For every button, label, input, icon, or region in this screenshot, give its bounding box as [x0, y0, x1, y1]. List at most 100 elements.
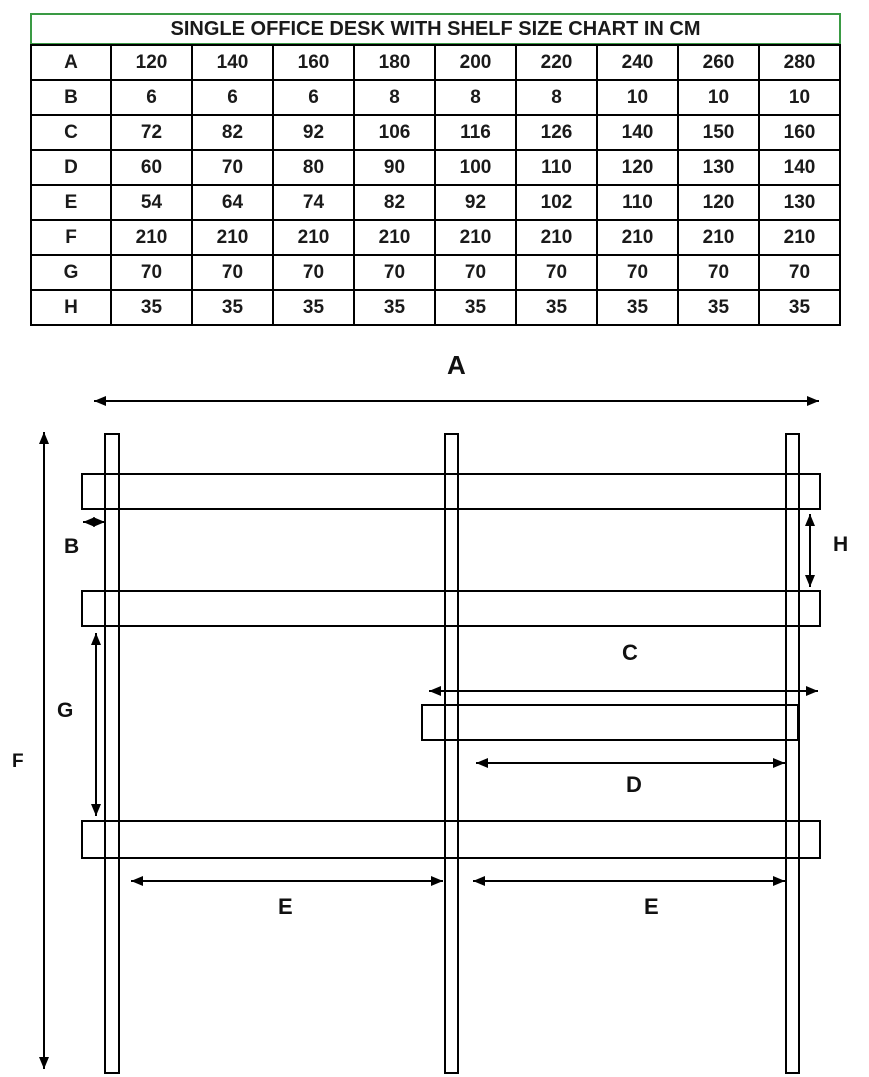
size-cell: 120	[110, 44, 193, 81]
size-cell: 210	[434, 219, 517, 256]
size-chart: SINGLE OFFICE DESK WITH SHELF SIZE CHART…	[30, 13, 841, 326]
dim-label-g: G	[57, 699, 74, 722]
size-cell: 160	[272, 44, 355, 81]
desk-leg-middle	[444, 433, 459, 1074]
size-cell: 70	[677, 254, 760, 291]
size-cell: 35	[191, 289, 274, 326]
size-cell: 64	[191, 184, 274, 221]
size-cell: 35	[434, 289, 517, 326]
size-cell: 280	[758, 44, 841, 81]
size-cell: 35	[272, 289, 355, 326]
desk-leg-right	[785, 433, 800, 1074]
size-cell: 35	[758, 289, 841, 326]
size-cell: 70	[191, 149, 274, 186]
size-cell: 80	[272, 149, 355, 186]
size-cell: 82	[191, 114, 274, 151]
dim-label-f: F	[12, 751, 24, 772]
row-label: E	[30, 184, 112, 221]
size-cell: 210	[758, 219, 841, 256]
size-cell: 35	[353, 289, 436, 326]
dim-label-e-left: E	[278, 894, 293, 919]
size-cell: 220	[515, 44, 598, 81]
size-cell: 35	[596, 289, 679, 326]
size-cell: 240	[596, 44, 679, 81]
size-cell: 6	[110, 79, 193, 116]
size-cell: 8	[515, 79, 598, 116]
size-cell: 210	[191, 219, 274, 256]
row-label: F	[30, 219, 112, 256]
size-cell: 260	[677, 44, 760, 81]
size-cell: 82	[353, 184, 436, 221]
size-cell: 6	[272, 79, 355, 116]
size-cell: 70	[434, 254, 517, 291]
size-cell: 140	[758, 149, 841, 186]
size-cell: 92	[434, 184, 517, 221]
dim-label-a: A	[447, 350, 466, 380]
size-cell: 210	[596, 219, 679, 256]
size-cell: 120	[677, 184, 760, 221]
shelf-top	[81, 473, 821, 510]
size-cell: 120	[596, 149, 679, 186]
size-cell: 70	[110, 254, 193, 291]
size-cell: 70	[272, 254, 355, 291]
size-cell: 8	[353, 79, 436, 116]
size-cell: 35	[677, 289, 760, 326]
dim-label-h: H	[833, 533, 849, 556]
size-cell: 180	[353, 44, 436, 81]
size-cell: 10	[677, 79, 760, 116]
row-label: G	[30, 254, 112, 291]
size-cell: 35	[515, 289, 598, 326]
size-cell: 92	[272, 114, 355, 151]
size-cell: 210	[677, 219, 760, 256]
size-cell: 130	[758, 184, 841, 221]
size-cell: 210	[515, 219, 598, 256]
size-cell: 210	[110, 219, 193, 256]
size-cell: 70	[191, 254, 274, 291]
size-cell: 140	[191, 44, 274, 81]
shelf-second	[81, 590, 821, 627]
size-cell: 70	[758, 254, 841, 291]
size-cell: 130	[677, 149, 760, 186]
size-cell: 8	[434, 79, 517, 116]
size-cell: 140	[596, 114, 679, 151]
size-cell: 110	[515, 149, 598, 186]
row-label: H	[30, 289, 112, 326]
row-label: B	[30, 79, 112, 116]
dim-label-c: C	[622, 640, 638, 665]
dim-label-b: B	[64, 535, 80, 558]
size-cell: 6	[191, 79, 274, 116]
size-cell: 10	[758, 79, 841, 116]
row-label: D	[30, 149, 112, 186]
size-cell: 160	[758, 114, 841, 151]
size-cell: 150	[677, 114, 760, 151]
size-cell: 116	[434, 114, 517, 151]
row-label: A	[30, 44, 112, 81]
size-cell: 74	[272, 184, 355, 221]
size-cell: 106	[353, 114, 436, 151]
dim-label-e-right: E	[644, 894, 659, 919]
size-cell: 100	[434, 149, 517, 186]
size-cell: 72	[110, 114, 193, 151]
shelf-middle-right	[421, 704, 799, 741]
size-cell: 54	[110, 184, 193, 221]
size-cell: 126	[515, 114, 598, 151]
row-label: C	[30, 114, 112, 151]
size-cell: 35	[110, 289, 193, 326]
desk-leg-left	[104, 433, 120, 1074]
size-cell: 102	[515, 184, 598, 221]
size-cell: 70	[353, 254, 436, 291]
dim-label-d: D	[626, 772, 642, 797]
size-cell: 10	[596, 79, 679, 116]
size-cell: 200	[434, 44, 517, 81]
